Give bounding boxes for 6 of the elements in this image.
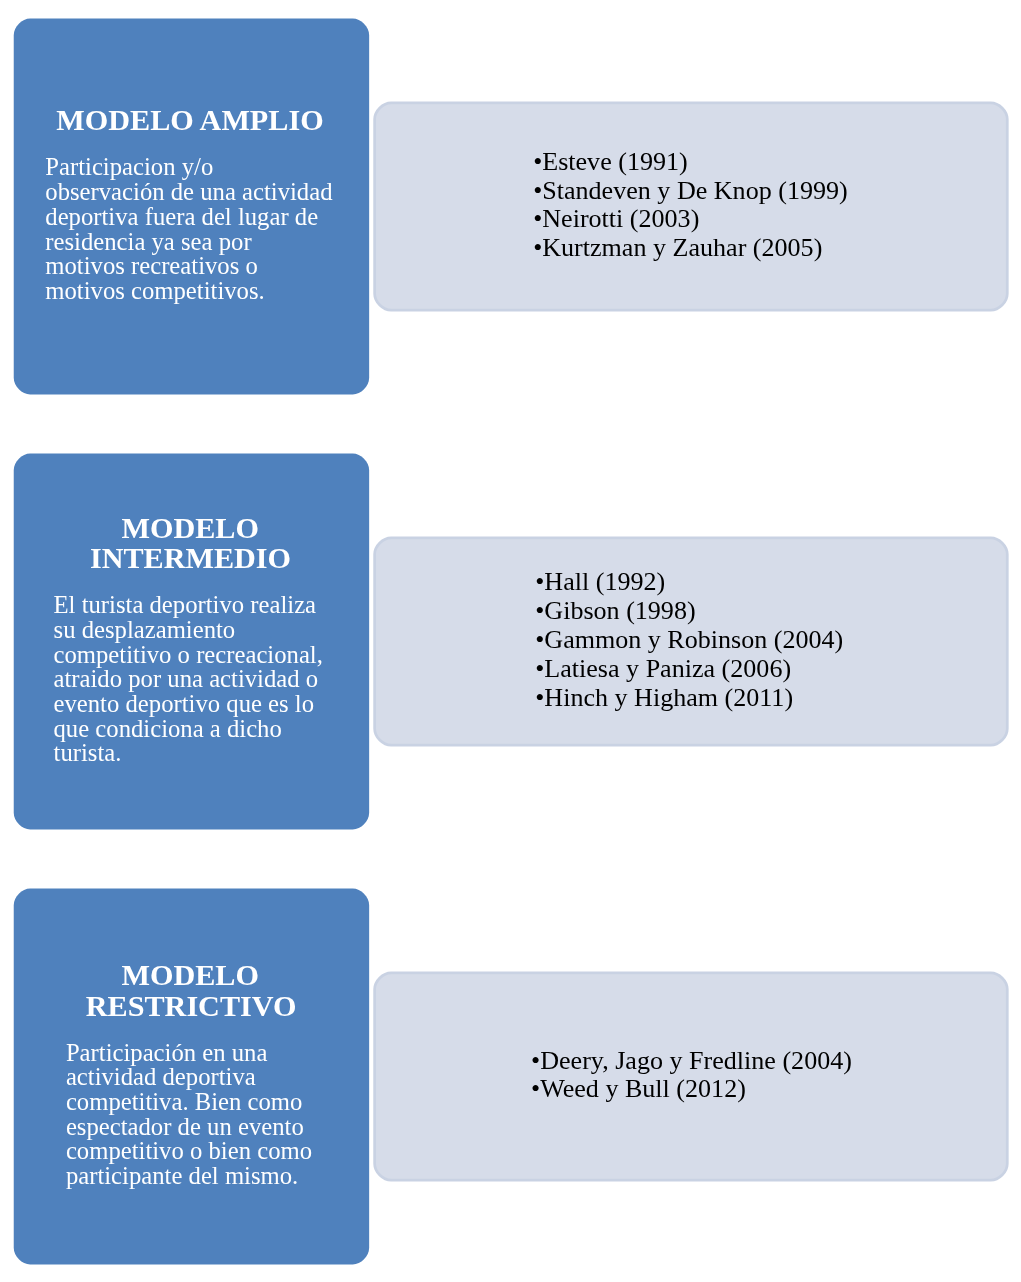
node-box: MODELO INTERMEDIO El turista deportivo realiza su desplazamiento competitivo o recreacional, atraido por una actividad o evento deportivo que es lo que condiciona a dicho turista. [13, 453, 370, 829]
node-box: MODELO AMPLIO Participacion y/o observación de una actividad deportiva fuera del lugar de residencia ya sea por motivos recreativos o motivos competitivos. [13, 18, 370, 394]
node-box: MODELO RESTRICTIVO Participación en una actividad deportiva competitiva. Bien como espectador de un evento competitivo o bien como participante del mismo. [13, 888, 370, 1264]
node-box: •Hall (1992) •Gibson (1998) •Gammon y Robinson (2004) •Latiesa y Paniza (2006) •Hinch y Higham (2011) [373, 536, 1009, 746]
node-box: •Esteve (1991) •Standeven y De Knop (1999) •Neirotti (2003) •Kurtzman y Zauhar (2005) [373, 101, 1009, 311]
node-box: •Deery, Jago y Fredline (2004) •Weed y Bull (2012) [373, 971, 1009, 1181]
